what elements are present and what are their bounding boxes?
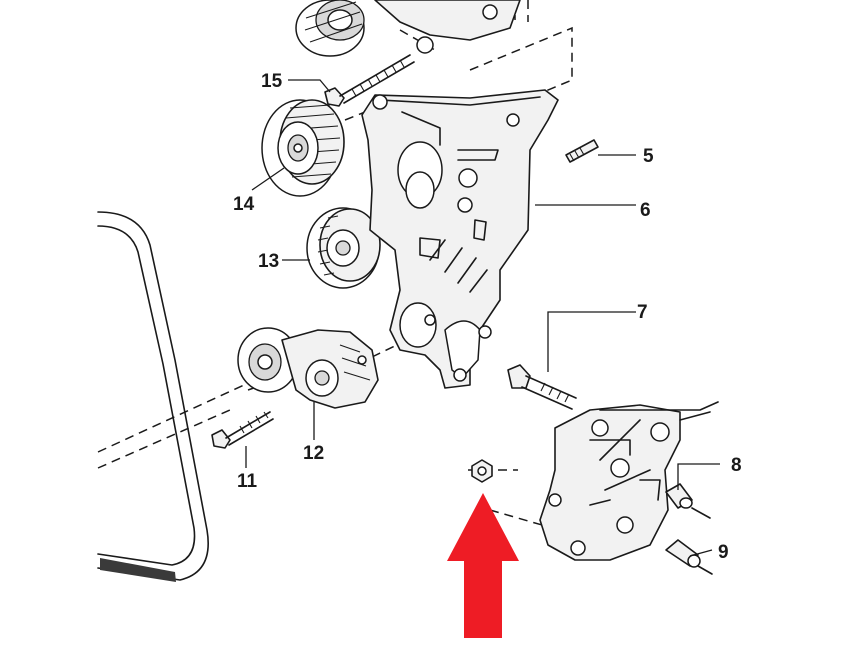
callout-15: 15 — [261, 71, 283, 92]
main-bracket-6 — [361, 89, 559, 389]
pulley-14 — [261, 99, 345, 197]
callout-5: 5 — [643, 146, 654, 167]
drive-belt — [97, 211, 256, 582]
callout-14: 14 — [233, 194, 255, 215]
bolt-15 — [324, 54, 415, 107]
callout-12: 12 — [303, 443, 324, 464]
tensioner-12 — [237, 327, 379, 409]
lower-bracket — [539, 401, 719, 561]
bolt-7 — [507, 364, 577, 410]
idler-pulley-13 — [306, 207, 381, 289]
leader-lines — [245, 79, 720, 557]
top-pulley-assembly — [295, 0, 521, 57]
stud-5 — [565, 139, 599, 163]
callout-7: 7 — [637, 302, 648, 323]
sleeve-8 — [665, 483, 711, 519]
bolt-11 — [211, 411, 274, 449]
callout-13: 13 — [258, 251, 279, 272]
red-arrow-indicator — [447, 493, 519, 638]
nut — [471, 459, 493, 483]
callout-9: 9 — [718, 542, 729, 563]
callout-8: 8 — [731, 455, 742, 476]
callout-6: 6 — [640, 200, 651, 221]
callout-11: 11 — [237, 471, 258, 492]
sleeve-9 — [665, 539, 713, 575]
